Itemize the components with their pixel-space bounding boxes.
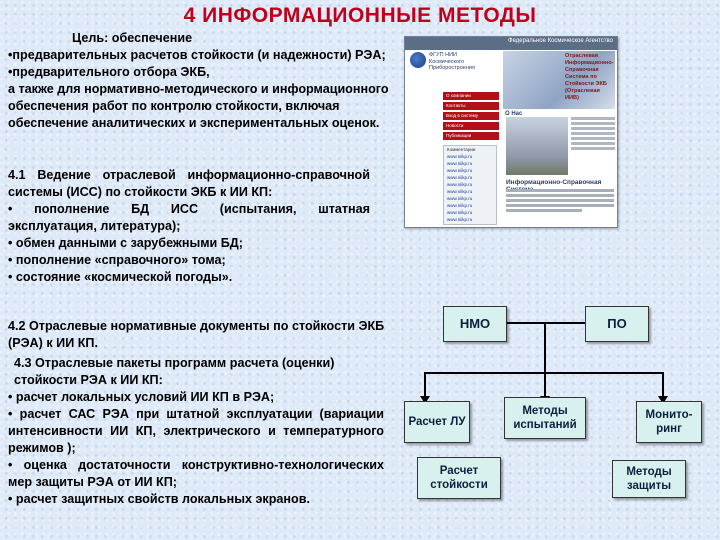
section-4-2: 4.2 Отраслевые нормативные документы по … [8,319,385,350]
site-link[interactable]: www.niikp.ru [447,182,473,187]
section-4-3-item: • расчет локальных условий ИИ КП в РЭА; [8,390,275,404]
goal-item: •предварительных расчетов стойкости (и н… [8,48,386,62]
section-4-1-item: • состояние «космической погоды». [8,270,233,284]
site-link[interactable]: www.niikp.ru [447,203,473,208]
box-calc-resistance: Расчет стойкости [417,457,501,499]
site-link[interactable]: www.niikp.ru [447,168,473,173]
agency-logo-icon [410,52,426,68]
page-title: 4 ИНФОРМАЦИОННЫЕ МЕТОДЫ [183,4,537,27]
site-menu-item[interactable]: Публикации [443,132,499,140]
section-4-1: 4.1 Ведение отраслевой информационно-спр… [8,167,370,286]
site-link[interactable]: www.niikp.ru [447,154,473,159]
site-menu-item[interactable]: Новости [443,122,499,130]
box-calc-lu: Расчет ЛУ [404,401,470,443]
site-menu: О компании Контакты Вход в систему Новос… [443,92,499,142]
site-banner-text: Отраслевая Информационно-Справочная Сист… [565,53,614,101]
site-link-list: Комментарии www.niikp.ru www.niikp.ru ww… [443,145,497,225]
site-link[interactable]: www.niikp.ru [447,210,473,215]
section-4-1-heading: 4.1 Ведение отраслевой информационно-спр… [8,168,370,199]
connector-drop-right [662,373,664,399]
section-4-3-item: • оценка достаточности конструктивно-тех… [8,458,384,489]
site-menu-item[interactable]: О компании [443,92,499,100]
box-nmo: НМО [443,306,507,342]
site-link-list-heading: Комментарии [447,147,476,152]
goal-block: Цель: обеспечение •предварительных расче… [8,30,394,132]
section-4-3-item: • расчет САС РЭА при штатной эксплуатаци… [8,407,384,455]
site-menu-item[interactable]: Вход в систему [443,112,499,120]
box-test-methods: Методы испытаний [504,397,586,439]
connector-drop-center [544,373,546,399]
section-4-3: 4.3 Отраслевые пакеты программ расчета (… [8,355,384,508]
website-screenshot: Федеральное Космическое Агентство ФГУП Н… [404,36,618,228]
site-top-bar: Федеральное Космическое Агентство [405,37,617,50]
site-link[interactable]: www.niikp.ru [447,196,473,201]
section-4-1-item: • пополнение «справочного» тома; [8,253,226,267]
section-4-1-item: • обмен данными с зарубежными БД; [8,236,243,250]
section-4-3-heading: 4.3 Отраслевые пакеты программ расчета (… [14,356,335,387]
site-link[interactable]: www.niikp.ru [447,217,473,222]
site-logo-text: ФГУП НИИ Космического Приборостроения [429,52,475,71]
connector-vertical-trunk [544,323,546,373]
box-protection-methods: Методы защиты [612,460,686,498]
site-menu-item[interactable]: Контакты [443,102,499,110]
site-description-text [571,117,615,152]
site-side-label: О Нас [505,111,523,117]
box-monitoring: Монито-ринг [636,401,702,443]
goal-item: а также для нормативно-методического и и… [8,82,389,130]
site-link[interactable]: www.niikp.ru [447,189,473,194]
site-banner-image [503,51,615,109]
goal-heading: Цель: обеспечение [72,31,193,45]
section-4-1-item: • пополнение БД ИСС (испытания, штатная … [8,202,370,233]
site-link[interactable]: www.niikp.ru [447,161,473,166]
site-text-lines [506,189,614,214]
site-top-bar-text: Федеральное Космическое Агентство [508,38,613,44]
section-4-3-item: • расчет защитных свойств локальных экра… [8,492,310,506]
box-po: ПО [585,306,649,342]
connector-drop-left [424,373,426,399]
goal-item: •предварительного отбора ЭКБ, [8,65,210,79]
building-photo [506,117,568,175]
site-link[interactable]: www.niikp.ru [447,175,473,180]
